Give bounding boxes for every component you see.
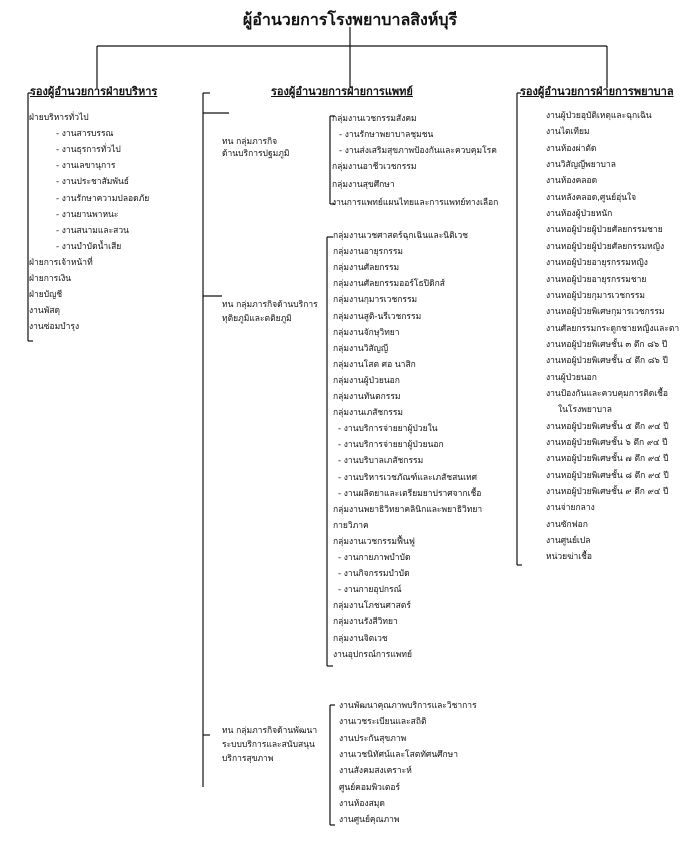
- nursing-item: งานห้องผ่าตัด: [546, 143, 597, 154]
- mission3-item: งานประกันสุขภาพ: [339, 733, 407, 744]
- nursing-item: หน่วยฆ่าเชื้อ: [546, 552, 593, 563]
- header-medical: รองผู้อำนวยการฝ่ายการแพทย์: [271, 85, 413, 98]
- nursing-item: งานหอผู้ป่วยพิเศษชั้น ๗ ตึก ๙๔ ปี: [546, 454, 669, 465]
- mission2-item: กลุ่มงานเภสัชกรรม: [333, 408, 404, 419]
- nursing-item: งานศูนย์เปล: [546, 536, 591, 547]
- mission3-label: ระบบบริการและสนับสนุน: [222, 740, 315, 750]
- admin-item: งานพัสดุ: [29, 306, 61, 317]
- admin-item: - งานบำบัดน้ำเสีย: [56, 241, 122, 252]
- nursing-item: งานห้องผู้ป่วยหนัก: [546, 209, 613, 220]
- mission2-item: - งานบริบาลเภสัชกรรม: [338, 456, 424, 467]
- admin-item: ฝ่ายการเงิน: [29, 274, 72, 284]
- mission1-label: ทน กลุ่มภารกิจ: [222, 137, 278, 147]
- nursing-item: ในโรงพยาบาล: [558, 405, 612, 416]
- mission1-label: ด้านบริการปฐมภูมิ: [222, 149, 290, 159]
- mission2-item: กลุ่มงานอายุรกรรม: [333, 247, 403, 258]
- mission1-item: - งานรักษาพยาบาลชุมชน: [339, 130, 434, 140]
- nursing-item: งานหอผู้ป่วยผู้ป่วยศัลยกรรมหญิง: [546, 241, 665, 252]
- mission2-label: ทุติยภูมิและตติยภูมิ: [222, 314, 292, 324]
- mission2-item: กลุ่มงานสูติ-นรีเวชกรรม: [333, 311, 422, 322]
- nursing-item: งานจ่ายกลาง: [546, 503, 595, 514]
- mission2-item: - งานบริการจ่ายยาผู้ป่วยนอก: [338, 440, 444, 451]
- mission2-item: กลุ่มงานศัลยกรรม: [333, 263, 400, 274]
- mission3-item: งานสังคมสงเคราะห์: [339, 766, 412, 777]
- mission3-item: งานศูนย์คุณภาพ: [339, 815, 400, 826]
- nursing-item: งานหอผู้ป่วยพิเศษชั้น ๙ ตึก ๙๔ ปี: [546, 487, 669, 498]
- mission1-item: งานการแพทย์แผนไทยและการแพทย์ทางเลือก: [332, 198, 499, 208]
- mission2-item: กลุ่มงานรังสีวิทยา: [333, 617, 398, 628]
- mission2-item: - งานผลิตยาและเตรียมยาปราศจากเชื้อ: [338, 488, 482, 499]
- nursing-item: งานหอผู้ป่วยพิเศษชั้น ๔ ตึก ๘๖ ปี: [546, 356, 668, 367]
- nursing-item: งานห้องคลอด: [546, 176, 598, 187]
- mission2-item: กลุ่มงานกุมารเวชกรรม: [333, 295, 418, 306]
- nursing-item: งานหอผู้ป่วยอายุรกรรมหญิง: [546, 258, 648, 269]
- admin-item: - งานธุรการทั่วไป: [56, 145, 121, 156]
- nursing-item: งานหอผู้ป่วยผู้ป่วยศัลยกรรมชาย: [546, 225, 663, 236]
- mission3-label: ทน กลุ่มภารกิจด้านพัฒนา: [222, 726, 318, 736]
- nursing-item: งานหอผู้ป่วยอายุรกรรมชาย: [546, 274, 647, 285]
- mission2-item: - งานบริการจ่ายยาผู้ป่วยใน: [338, 424, 438, 435]
- mission2-item: งานอุปกรณ์การแพทย์: [333, 649, 412, 660]
- nursing-item: งานหลังคลอด,ศูนย์อุ่นใจ: [546, 192, 637, 203]
- nursing-item: งานศัลยกรรมกระดูกชายหญิงและตา: [546, 323, 680, 334]
- mission2-item: กลุ่มงานพยาธิวิทยาคลินิกและพยาธิวิทยา: [333, 504, 483, 515]
- admin-item: - งานเลขานุการ: [56, 161, 116, 172]
- mission2-item: กลุ่มงานจิตเวช: [333, 633, 388, 644]
- nursing-item: งานซักฟอก: [546, 519, 588, 530]
- admin-item: - งานรักษาความปลอดภัย: [56, 193, 150, 204]
- nursing-item: งานหอผู้ป่วยพิเศษชั้น ๘ ตึก ๙๔ ปี: [546, 470, 669, 481]
- mission2-item: กลุ่มงานทันตกรรม: [333, 392, 401, 402]
- mission3-item: งานเวชระเบียนและสถิติ: [339, 717, 427, 728]
- nursing-item: งานป้องกันและควบคุมการติดเชื้อ: [546, 388, 669, 399]
- mission2-label: ทน กลุ่มภารกิจด้านบริการ: [222, 300, 318, 310]
- mission1-item: กลุ่มงานเวชกรรมสังคม: [332, 114, 417, 124]
- nursing-item: งานผู้ป่วยนอก: [546, 372, 597, 383]
- mission3-label: บริการสุขภาพ: [222, 754, 274, 764]
- mission1-item: กลุ่มงานอาชีวเวชกรรม: [332, 162, 417, 172]
- mission1-item: กลุ่มงานสุขศึกษา: [332, 180, 395, 190]
- mission2-item: กลุ่มงานวิสัญญี: [333, 343, 389, 354]
- admin-item: - งานสนามและสวน: [56, 225, 129, 236]
- mission2-item: กลุ่มงานศัลยกรรมออร์โธปิดิกส์: [333, 279, 445, 290]
- mission3-item: งานพัฒนาคุณภาพบริการและวิชาการ: [339, 701, 477, 711]
- admin-item: ฝ่ายบัญชี: [29, 290, 63, 301]
- mission2-item: กายวิภาค: [333, 520, 369, 531]
- header-admin: รองผู้อำนวยการฝ่ายบริหาร: [30, 85, 158, 98]
- mission3-item: งานเวชนิทัศน์และโสตทัศนศึกษา: [339, 749, 459, 760]
- mission2-item: - งานกายอุปกรณ์: [338, 585, 402, 596]
- mission3-item: ศูนย์คอมพิวเตอร์: [339, 782, 401, 793]
- admin-item: ฝ่ายการเจ้าหน้าที่: [29, 257, 93, 268]
- mission2-item: กลุ่มงานเวชกรรมฟื้นฟู: [333, 536, 415, 547]
- admin-item: ฝ่ายบริหารทั่วไป: [29, 113, 89, 123]
- mission2-item: - งานบริหารเวชภัณฑ์และเภสัชสนเทศ: [338, 472, 478, 483]
- nursing-item: งานวิสัญญีพยาบาล: [546, 160, 616, 171]
- nursing-item: งานหอผู้ป่วยพิเศษชั้น ๕ ตึก ๙๔ ปี: [546, 421, 669, 432]
- page-title: ผู้อำนวยการโรงพยาบาลสิงห์บุรี: [242, 10, 458, 29]
- mission2-item: กลุ่มงานโสต ศอ นาสิก: [333, 359, 416, 370]
- mission3-item: งานห้องสมุด: [339, 798, 385, 809]
- mission2-item: - งานกายภาพบำบัด: [338, 553, 411, 563]
- nursing-item: งานไตเทียม: [546, 127, 590, 138]
- nursing-item: งานหอผู้ป่วยพิเศษชั้น ๓ ตึก ๘๖ ปี: [546, 339, 668, 350]
- nursing-item: งานหอผู้ป่วยพิเศษกุมารเวชกรรม: [546, 307, 665, 318]
- admin-item: - งานประชาสัมพันธ์: [56, 177, 129, 188]
- mission2-item: - งานกิจกรรมบำบัด: [338, 569, 410, 580]
- header-nursing: รองผู้อำนวยการฝ่ายการพยาบาล: [520, 85, 674, 98]
- mission2-item: กลุ่มงานจักษุวิทยา: [333, 327, 400, 338]
- mission1-item: - งานส่งเสริมสุขภาพป้องกันและควบคุมโรค: [339, 146, 497, 156]
- mission2-item: กลุ่มงานโภชนศาสตร์: [333, 601, 411, 612]
- nursing-item: งานผู้ป่วยอุบัติเหตุและฉุกเฉิน: [546, 111, 652, 121]
- mission2-item: กลุ่มงานเวชศาสตร์ฉุกเฉินและนิติเวช: [333, 231, 469, 241]
- admin-item: - งานสารบรรณ: [56, 129, 114, 140]
- admin-item: - งานยานพาหนะ: [56, 209, 119, 220]
- nursing-item: งานหอผู้ป่วยพิเศษชั้น ๖ ตึก ๙๔ ปี: [546, 438, 668, 448]
- mission2-item: กลุ่มงานผู้ป่วยนอก: [333, 375, 400, 386]
- admin-item: งานซ่อมบำรุง: [29, 322, 80, 333]
- nursing-item: งานหอผู้ป่วยกุมารเวชกรรม: [546, 290, 645, 301]
